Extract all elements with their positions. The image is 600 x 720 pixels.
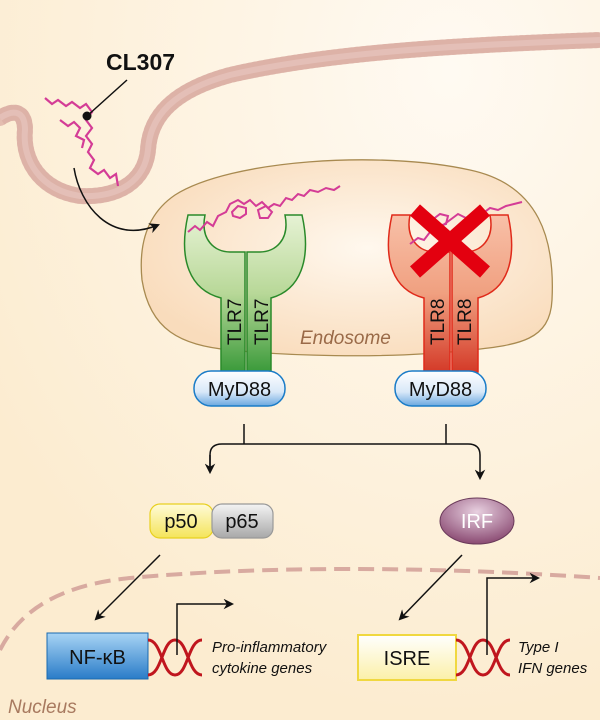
myd88-tlr8: MyD88	[394, 370, 487, 407]
gene-label: IFN genes	[518, 660, 588, 677]
nfkb-arrow	[94, 554, 161, 621]
dna-helix-icon	[147, 638, 203, 677]
svg-text:p50: p50	[164, 511, 197, 533]
svg-text:ISRE: ISRE	[384, 648, 431, 670]
gene-label: cytokine genes	[212, 660, 313, 677]
svg-text:NF-κB: NF-κB	[69, 647, 126, 669]
p65	[211, 503, 274, 539]
irf: IRF	[439, 497, 515, 545]
transcription-arrow	[176, 598, 235, 655]
isre-promoter: ISRE	[357, 634, 457, 681]
myd88-tlr7: MyD88	[193, 370, 286, 407]
svg-text:p65: p65	[225, 511, 258, 533]
plasma-membrane	[0, 32, 600, 205]
cl307-molecule-bound-tlr7	[187, 185, 341, 233]
svg-text:MyD88: MyD88	[409, 379, 472, 401]
blocked-x-icon	[410, 204, 490, 278]
dna-helix-icon	[455, 638, 511, 677]
irf-arrow	[398, 554, 463, 621]
cl307-label: CL307	[106, 49, 175, 75]
nuclear-envelope	[0, 567, 600, 651]
tlr7-chain-label: TLR7	[225, 299, 246, 345]
nucleus-label: Nucleus	[8, 697, 77, 718]
signaling-branch-arrows	[204, 424, 486, 481]
gene-label: Pro-inflammatory	[212, 639, 328, 656]
label-leader-dot	[82, 111, 92, 121]
nfkb-promoter: NF-κB	[46, 632, 149, 680]
endocytosis-arrow	[73, 167, 160, 234]
tlr7-chain-label: TLR7	[252, 299, 273, 345]
cl307-molecule-free	[44, 97, 120, 187]
gene-label: Type I	[518, 639, 559, 656]
p50-p65-complex: p50 p65	[149, 503, 274, 539]
svg-text:IRF: IRF	[461, 511, 493, 533]
label-leader-line	[86, 79, 128, 117]
tlr8-chain-label: TLR8	[428, 299, 449, 345]
svg-text:MyD88: MyD88	[208, 379, 271, 401]
tlr8-chain-label: TLR8	[455, 299, 476, 345]
endosome-label: Endosome	[300, 328, 391, 349]
transcription-arrow	[486, 572, 541, 655]
